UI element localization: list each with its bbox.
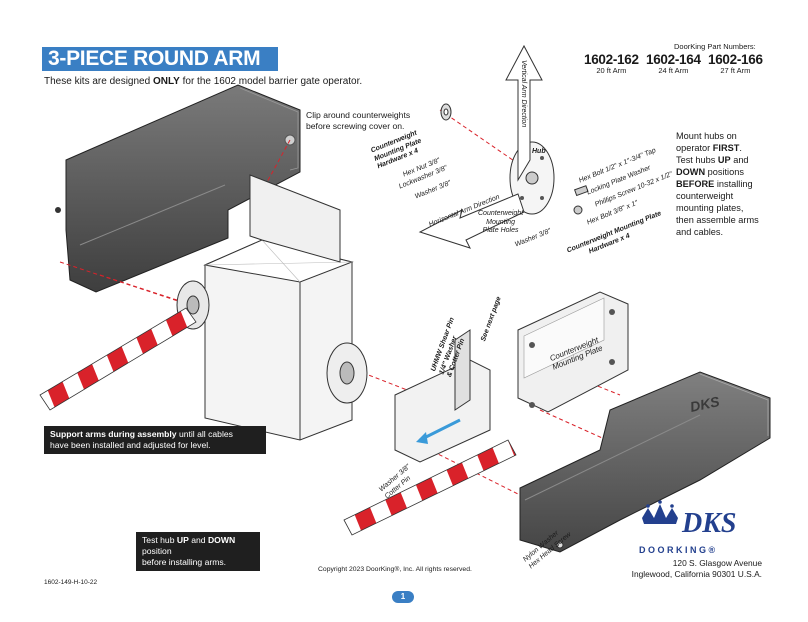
arrow-horizontal-icon — [418, 193, 525, 249]
cover-embossed-logo: DKS — [688, 393, 721, 415]
arm-bracket — [394, 329, 491, 463]
label-hub: Hub — [532, 148, 546, 155]
support-arms-note: Support arms during assembly until all c… — [44, 426, 266, 454]
washer-icon — [440, 103, 452, 121]
page-number-badge: 1 — [392, 591, 414, 603]
test-hub-note: Test hub UP and DOWN position before ins… — [136, 532, 260, 571]
arm-center — [343, 439, 517, 536]
counterweight-cover-bottom — [519, 371, 771, 553]
clip-callout: Clip around counterweights before screwi… — [306, 110, 411, 131]
hex-bolt-icon — [573, 185, 589, 197]
mount-hubs-note: Mount hubs on operator FIRST. Test hubs … — [676, 131, 759, 237]
brand-wordmark: DKS — [681, 508, 736, 539]
arm-left — [39, 307, 197, 411]
document-code: 1602-149-H-10-22 — [44, 579, 98, 586]
part-number-item: 1602-164 24 ft Arm — [646, 52, 701, 75]
arrow-vertical-icon — [505, 44, 543, 182]
counterweight-mounting-plate — [517, 291, 629, 413]
page-title: 3-PIECE ROUND ARM KITS — [42, 47, 278, 94]
hub-right — [326, 342, 368, 404]
part-number-item: 1602-162 20 ft Arm — [584, 52, 639, 75]
label-cw-holes: Counterweight Mounting Plate Holes — [478, 210, 524, 234]
part-number-item: 1602-166 27 ft Arm — [708, 52, 763, 75]
address: 120 S. Glasgow Avenue Inglewood, Califor… — [631, 558, 762, 579]
part-numbers-header: DoorKing Part Numbers: — [674, 42, 756, 51]
page-subtitle: These kits are designed ONLY for the 160… — [44, 76, 363, 87]
brand-name: DOORKING® — [639, 545, 718, 555]
label-vertical-arm: Vertical Arm Direction — [520, 60, 527, 128]
nut-icon — [573, 205, 583, 215]
crown-logo-icon — [642, 500, 678, 524]
copyright: Copyright 2023 DoorKing®, Inc. All right… — [318, 566, 472, 573]
gate-operator-cabinet — [203, 174, 354, 441]
screw-icon — [55, 207, 61, 213]
